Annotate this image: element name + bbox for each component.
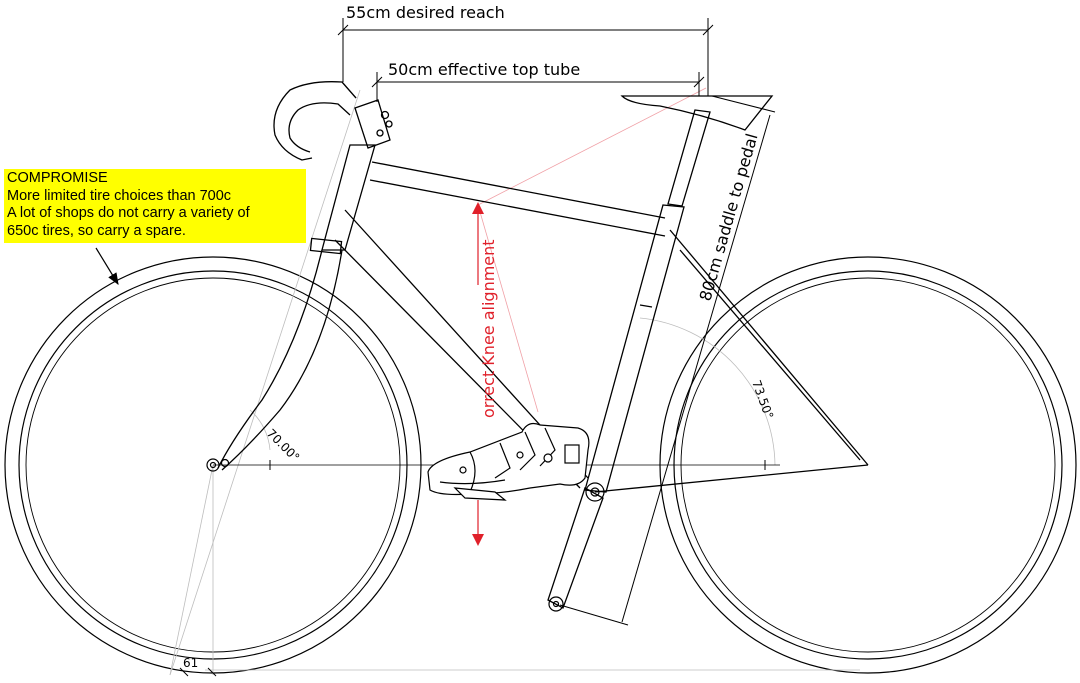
top-tube-label: 50cm effective top tube [388, 60, 580, 79]
saddle [620, 95, 774, 131]
frame [217, 99, 869, 609]
note-line-1: More limited tire choices than 700c [7, 187, 232, 204]
compromise-note: COMPROMISE More limited tire choices tha… [4, 169, 306, 243]
tick-marks [179, 460, 766, 677]
saddle-to-pedal-dimension [559, 95, 776, 626]
top-tube-dimension [371, 72, 705, 102]
desired-reach-dimension [337, 18, 714, 96]
handlebar [273, 81, 357, 161]
cycling-shoe-icon [427, 422, 590, 501]
callout-arrow [95, 247, 119, 286]
fork-label: 61 [183, 656, 198, 670]
note-line-3: 650c tires, so carry a spare. [7, 222, 186, 239]
knee-alignment-label: orrect Knee alignment [479, 239, 498, 418]
note-title: COMPROMISE [7, 170, 108, 186]
note-line-2: A lot of shops do not carry a variety of [7, 205, 250, 221]
hubs [206, 458, 605, 612]
desired-reach-label: 55cm desired reach [346, 3, 505, 22]
saddle-to-pedal-label: 80cm saddle to pedal [696, 131, 762, 303]
seat-angle-label: 73.50° [749, 378, 776, 421]
